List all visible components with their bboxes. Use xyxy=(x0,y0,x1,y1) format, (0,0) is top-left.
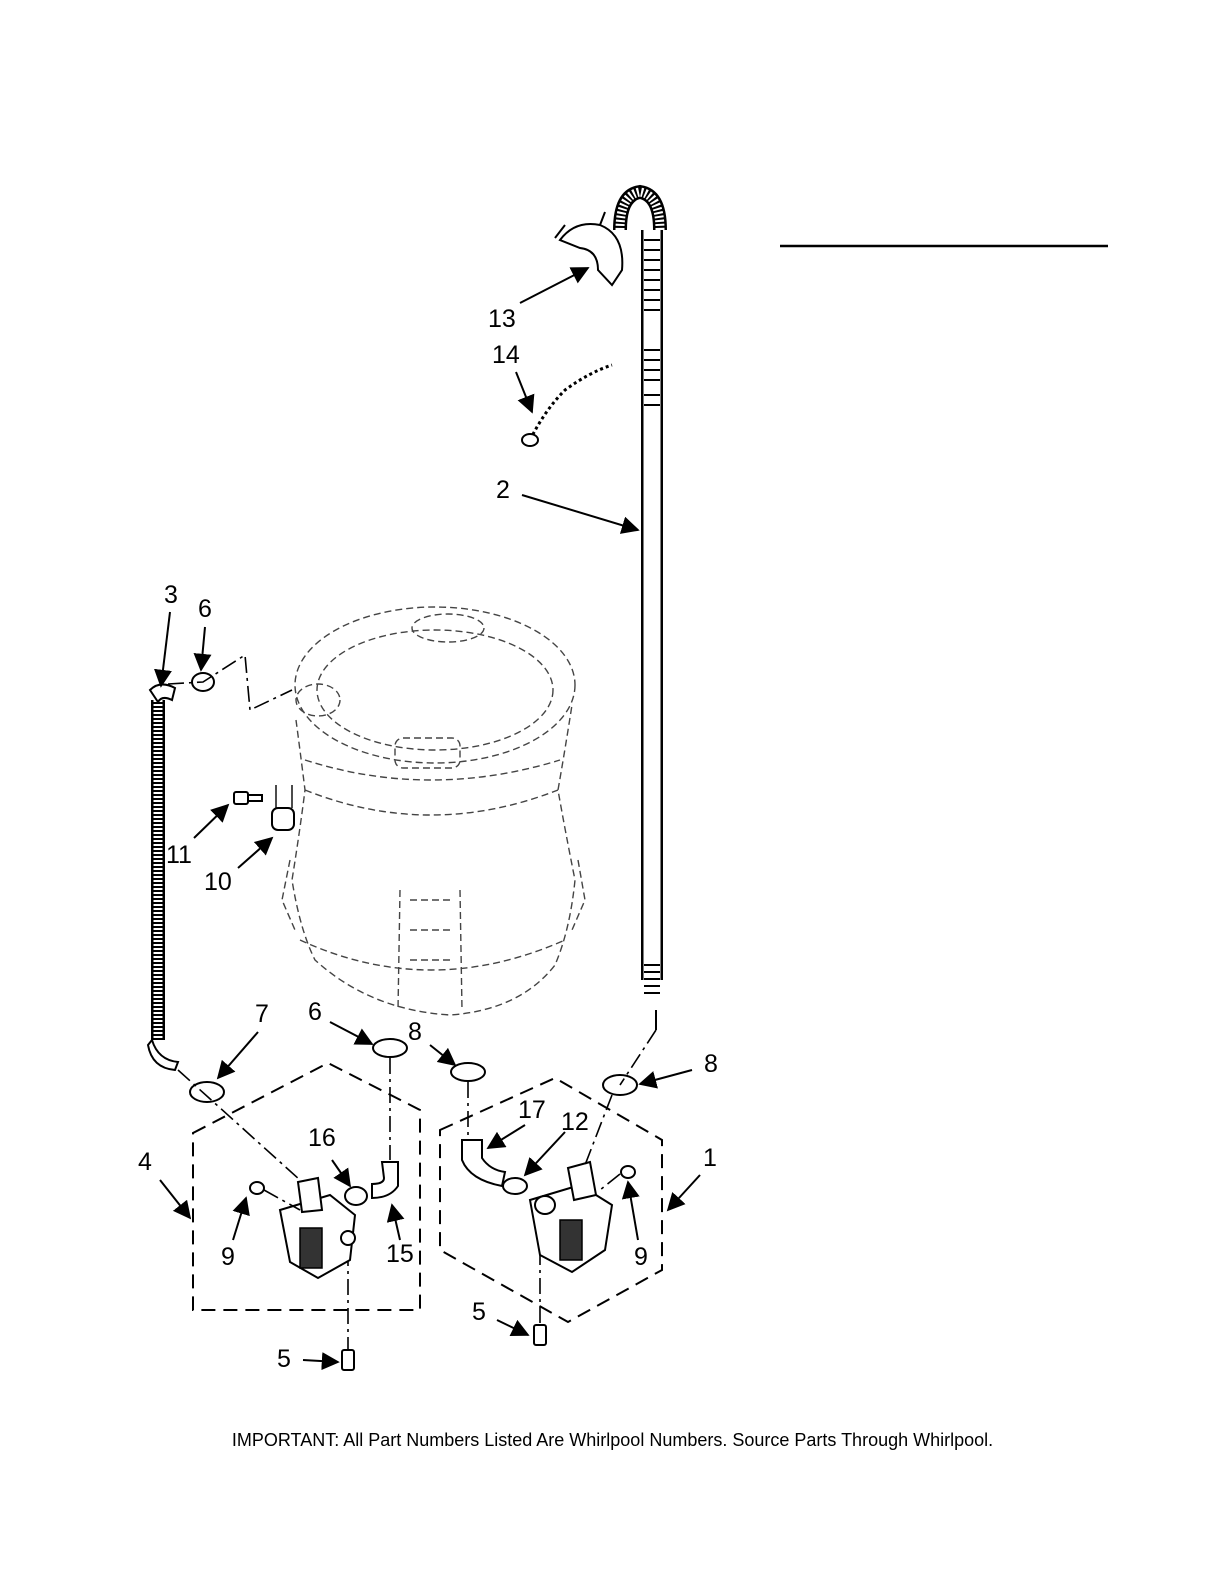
callout-9b: 9 xyxy=(634,1243,648,1271)
drain-pump-right xyxy=(530,1162,612,1272)
footer-note: IMPORTANT: All Part Numbers Listed Are W… xyxy=(0,1430,1225,1451)
callout-labels: 1 2 3 4 5 5 6 6 7 8 8 9 9 10 11 12 13 14… xyxy=(138,305,718,1373)
callout-16: 16 xyxy=(308,1124,336,1152)
callout-1: 1 xyxy=(703,1144,717,1172)
drain-pump-left xyxy=(280,1178,355,1278)
callout-12: 12 xyxy=(561,1108,589,1136)
drain-hose xyxy=(620,192,660,1030)
callout-3: 3 xyxy=(164,581,178,609)
clamp-part-8-mid xyxy=(451,1063,485,1081)
hose-guide-part xyxy=(555,212,622,285)
callout-4: 4 xyxy=(138,1148,152,1176)
clamp-part-12 xyxy=(503,1178,527,1194)
callout-5a: 5 xyxy=(277,1345,291,1373)
callout-6b: 6 xyxy=(308,998,322,1026)
callout-17: 17 xyxy=(518,1096,546,1124)
pump-hose xyxy=(148,684,178,1070)
tie-strap-part xyxy=(522,365,612,446)
callout-13: 13 xyxy=(488,305,516,333)
elbow-part-15 xyxy=(372,1162,398,1198)
tub-ghost xyxy=(282,607,585,1015)
callout-5b: 5 xyxy=(472,1298,486,1326)
callout-8b: 8 xyxy=(704,1050,718,1078)
callout-6a: 6 xyxy=(198,595,212,623)
clamp-part-6-mid xyxy=(373,1039,407,1057)
callout-8a: 8 xyxy=(408,1018,422,1046)
callout-10: 10 xyxy=(204,868,232,896)
grommet-part-9-left xyxy=(250,1182,264,1194)
cap-part-10 xyxy=(272,785,294,830)
leader-arrows xyxy=(160,268,700,1362)
callout-15: 15 xyxy=(386,1240,414,1268)
screw-part-11 xyxy=(234,792,262,804)
elbow-part-17 xyxy=(462,1140,505,1186)
callout-14: 14 xyxy=(492,341,520,369)
callout-2: 2 xyxy=(496,476,510,504)
callout-11: 11 xyxy=(166,841,192,869)
callout-7: 7 xyxy=(255,1000,269,1028)
grommet-part-9-right xyxy=(621,1166,635,1178)
callout-9a: 9 xyxy=(221,1243,235,1271)
clamp-part-16 xyxy=(345,1187,367,1205)
